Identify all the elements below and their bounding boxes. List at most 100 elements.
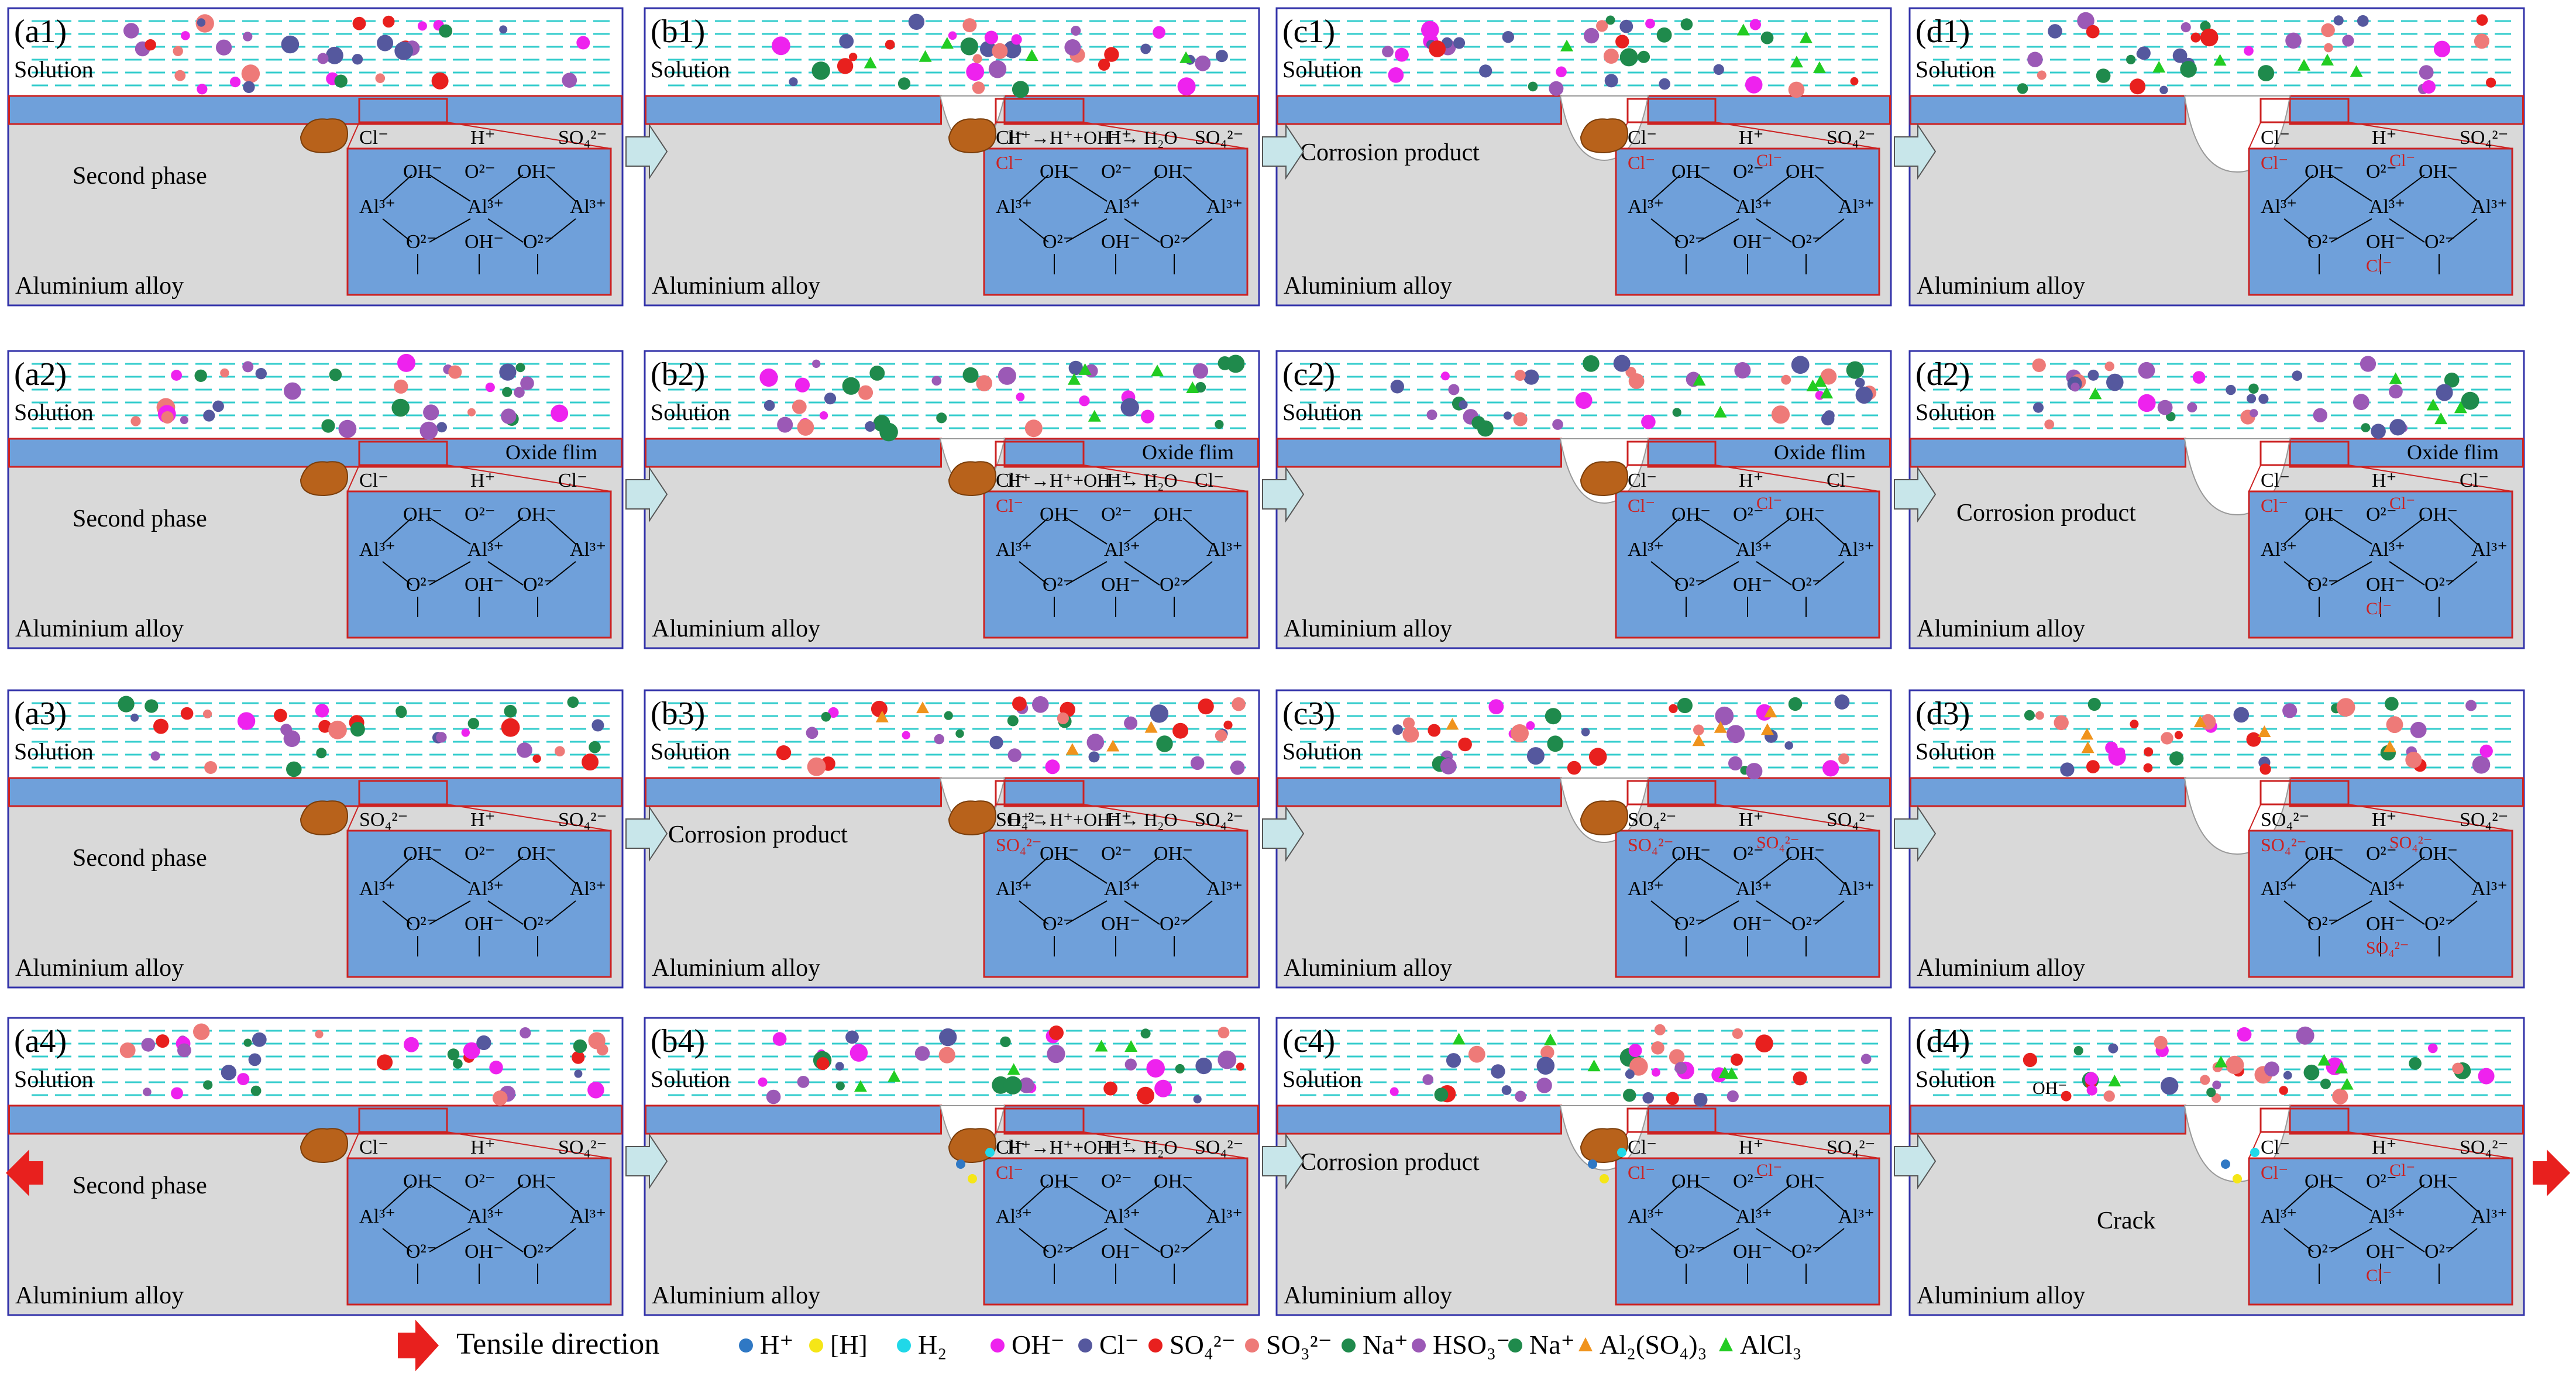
solution-ion [936, 412, 947, 424]
lattice-top-ion: SO₄²⁻ [1195, 1137, 1243, 1158]
solution-ion [939, 1028, 957, 1047]
product-triangle [1560, 39, 1573, 51]
product-triangle [1813, 61, 1826, 73]
solution-ion [2258, 394, 2269, 404]
lattice-bond [2389, 174, 2425, 202]
solution-ion [2479, 744, 2493, 758]
solution-ion [807, 757, 826, 776]
solution-ion [2405, 752, 2422, 769]
lattice-bond [1756, 517, 1792, 545]
solution-ion [869, 366, 885, 381]
panel-c2: Cl⁻H⁺Cl⁻OH⁻O²⁻OH⁻Al³⁺Al³⁺Al³⁺O²⁻OH⁻O²⁻Cl… [1275, 350, 1892, 649]
product-triangle [1078, 363, 1092, 375]
legend-swatch [1245, 1338, 1259, 1353]
solution-ion [2181, 22, 2191, 33]
solution-ion [789, 77, 798, 87]
hydrogen-species [1588, 1159, 1597, 1169]
lattice-al: Al³⁺ [1206, 539, 1243, 560]
lattice-top-ion: Cl⁻ [1628, 1137, 1657, 1158]
lattice-bond [1124, 218, 1160, 243]
lattice-o2: O²⁻ [2366, 843, 2397, 865]
solution-ion [203, 1080, 213, 1090]
lattice-o2: O²⁻ [523, 231, 554, 253]
crack-label: Crack [2097, 1207, 2155, 1234]
solution-ion [2321, 23, 2335, 37]
lattice-bond [1814, 561, 1845, 586]
lattice-bond [487, 218, 524, 243]
zoom-line [1715, 122, 1880, 149]
solution-ion [1603, 49, 1619, 64]
alloy-label: Aluminium alloy [1284, 273, 1452, 300]
lattice-bond [1019, 561, 1049, 586]
zoom-line [347, 1131, 360, 1159]
panel-c4: Cl⁻H⁺SO₄²⁻OH⁻O²⁻OH⁻Al³⁺Al³⁺Al³⁺O²⁻OH⁻O²⁻… [1275, 1017, 1892, 1316]
hydrogen-species [968, 1174, 977, 1183]
second-phase-particle [948, 461, 997, 497]
solution-ion [1652, 1068, 1660, 1077]
solution-ion [1615, 35, 1629, 49]
lattice-bond [1019, 218, 1049, 243]
product-triangle [888, 1070, 901, 1082]
lattice-al: Al³⁺ [1104, 878, 1140, 900]
solution-ion [1638, 50, 1650, 63]
product-triangle [2340, 1078, 2354, 1090]
product-triangle [1820, 387, 1834, 399]
solution-ion [130, 416, 141, 426]
solution-ion [1581, 728, 1590, 737]
solution-ion [448, 365, 462, 379]
solution-ion [1448, 384, 1460, 395]
solution-label: Solution [1282, 399, 1362, 425]
solution-ion [1003, 40, 1022, 58]
lattice-bond [2283, 561, 2314, 586]
solution-ion [2444, 372, 2460, 388]
product-triangle [1106, 739, 1120, 752]
lattice-bond [1697, 561, 1739, 586]
solution-ion [161, 411, 174, 424]
product-triangle [1144, 721, 1158, 733]
lattice-al: Al³⁺ [996, 878, 1032, 900]
solution-ion [772, 36, 790, 56]
solution-ion [865, 421, 876, 432]
lattice-bond [2447, 517, 2478, 545]
lattice-bond [546, 1184, 576, 1212]
solution-ion [2161, 1077, 2179, 1095]
panel-a4: Cl⁻H⁺SO₄²⁻OH⁻O²⁻OH⁻Al³⁺Al³⁺Al³⁺O²⁻OH⁻O²⁻… [7, 1017, 624, 1316]
lattice-al: Al³⁺ [1736, 539, 1772, 560]
lattice-o2: O²⁻ [2424, 574, 2455, 596]
product-triangle [2089, 387, 2102, 400]
lattice-bond [546, 517, 576, 545]
solution-ion [145, 39, 156, 51]
solution-ion [397, 353, 415, 372]
solution-ion [2419, 65, 2434, 80]
solution-ion [2060, 762, 2075, 777]
lattice-bond [2389, 218, 2425, 243]
solution-ion [2054, 715, 2069, 731]
solution-ion [944, 711, 953, 720]
legend-label: Cl⁻ [1099, 1330, 1139, 1360]
solution-label: Solution [1282, 738, 1362, 765]
solution-ion [1749, 19, 1761, 30]
solution-ion [1057, 712, 1069, 724]
solution-region [1910, 691, 2523, 779]
solution-ion [1154, 1079, 1172, 1097]
solution-ion [383, 15, 395, 28]
solution-ion [1732, 1028, 1743, 1039]
solution-ion [591, 719, 604, 732]
solution-ion [1434, 1088, 1449, 1102]
solution-ion [1834, 694, 1850, 710]
lattice-bond [1756, 218, 1792, 243]
solution-ion [2077, 12, 2094, 30]
zoom-line [347, 464, 360, 492]
solution-ion [2143, 763, 2153, 773]
lattice-al: Al³⁺ [359, 1206, 395, 1227]
lattice-oh: OH⁻ [1786, 504, 1825, 525]
lattice-oh: OH⁻ [2419, 843, 2458, 865]
solution-ion [837, 58, 854, 74]
solution-label: Solution [1915, 56, 1995, 82]
oxide-film-left [1910, 777, 2186, 807]
legend-label: [H] [830, 1330, 868, 1360]
oxide-zoom-box [1626, 441, 1717, 466]
lattice-bond [1019, 1184, 1049, 1212]
lattice-o2: O²⁻ [2424, 1241, 2455, 1262]
product-triangle [1007, 1063, 1020, 1075]
